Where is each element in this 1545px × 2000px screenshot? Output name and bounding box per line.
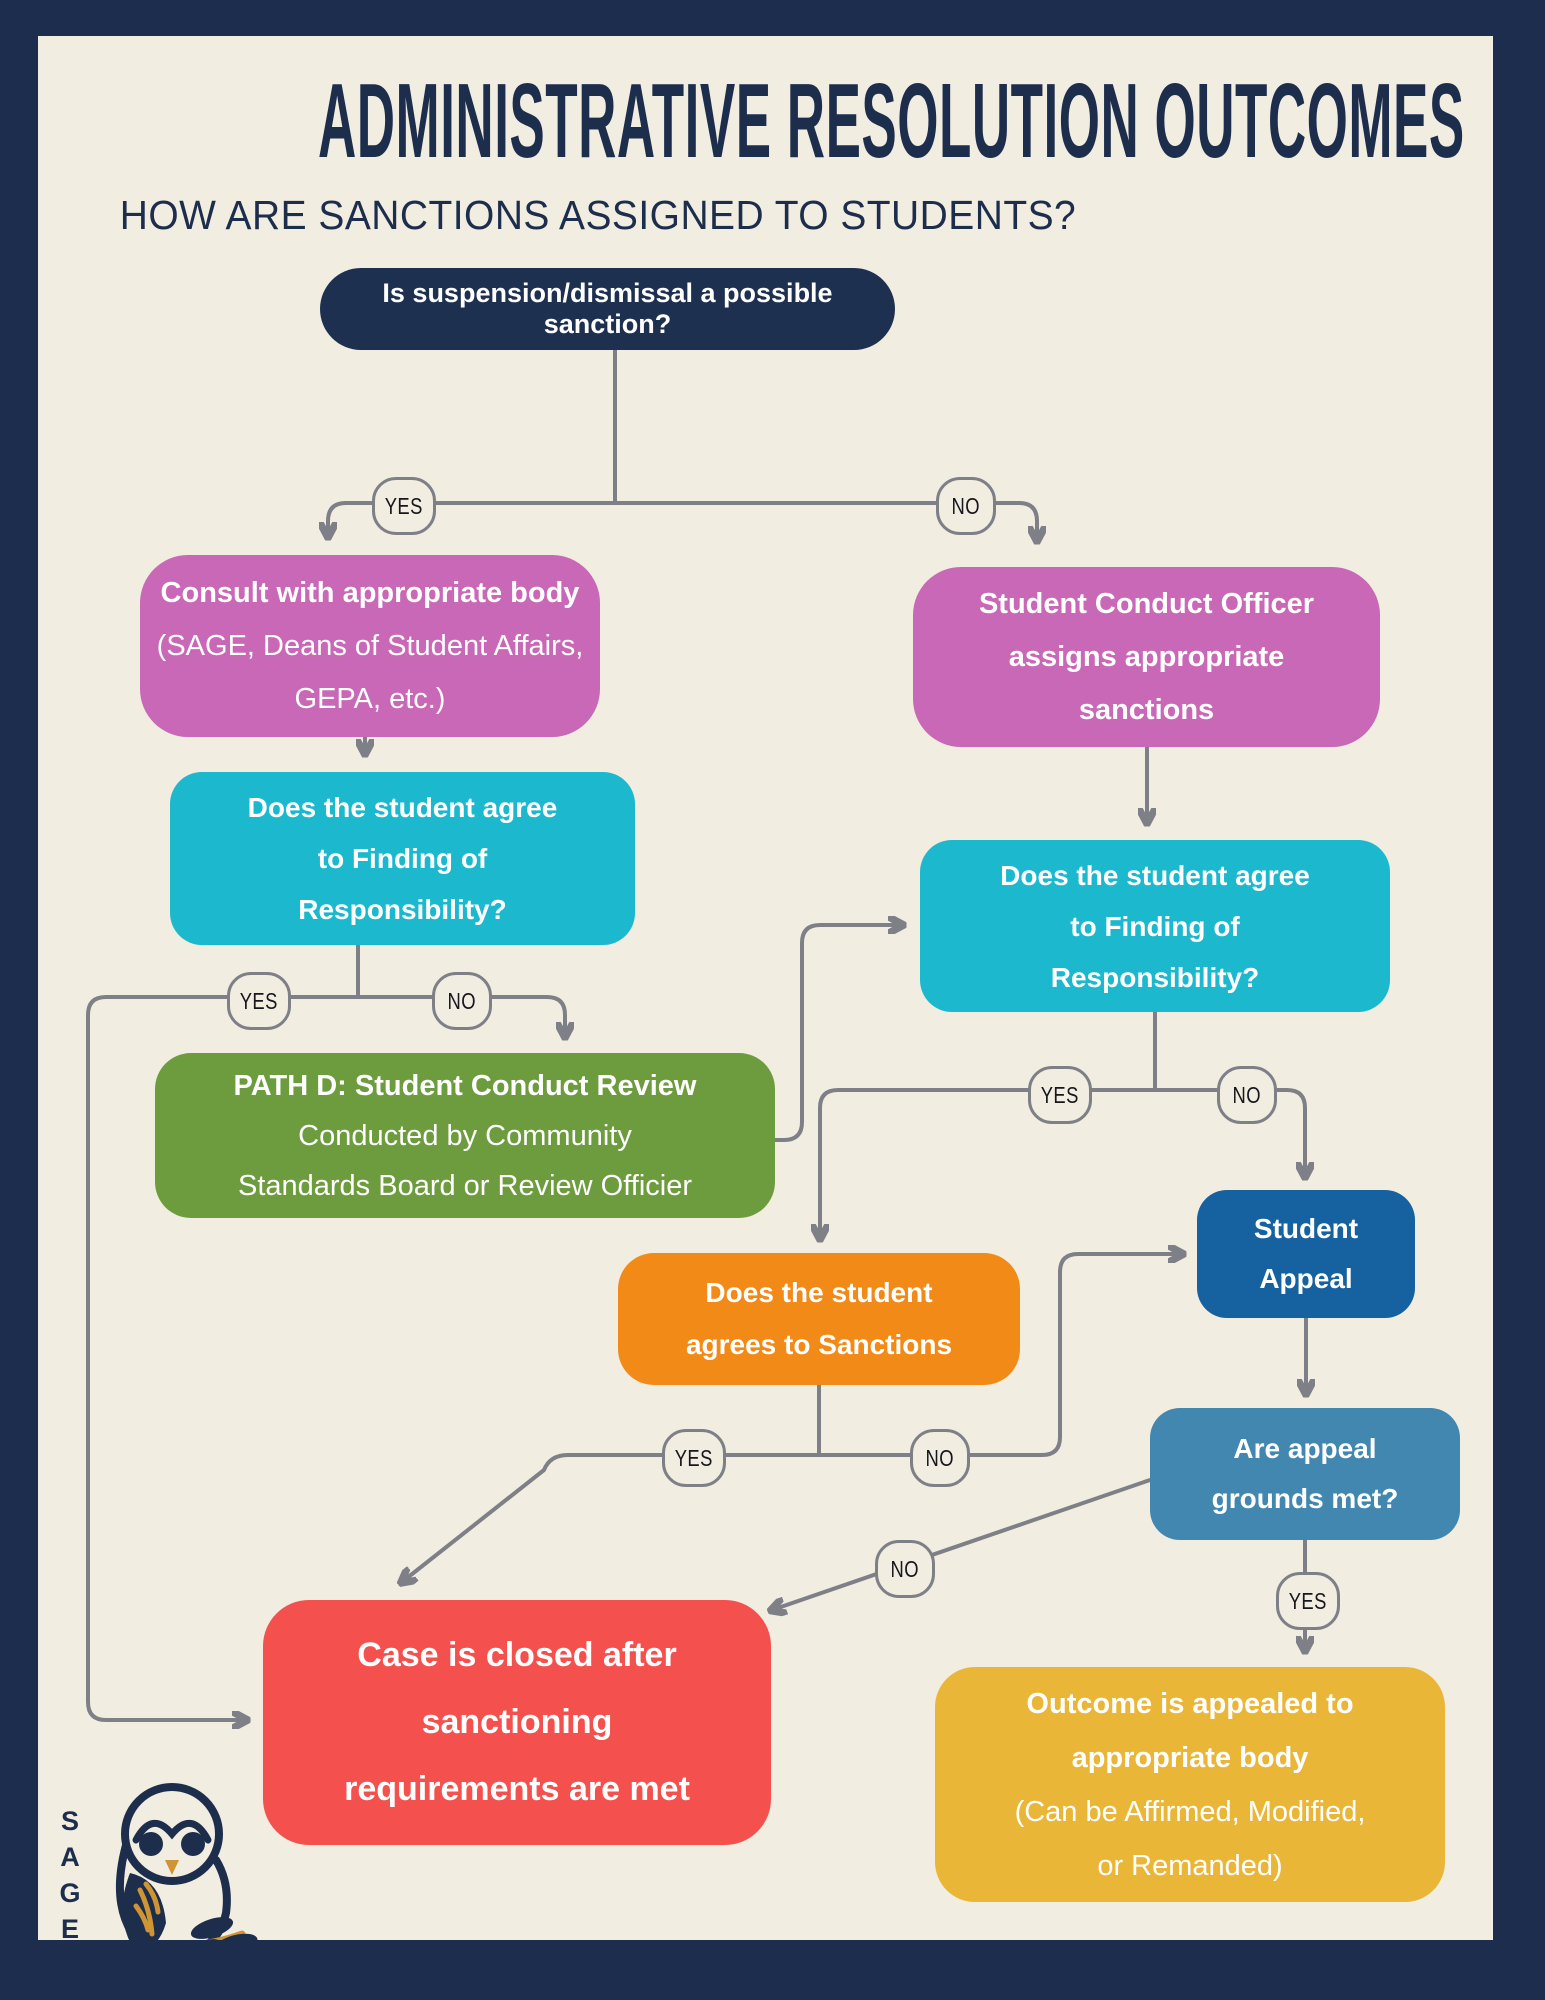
label-yes-agree-right: YES (1028, 1066, 1092, 1124)
node-line: GEPA, etc.) (294, 682, 446, 715)
connector-agreeL-yes-closed (86, 995, 360, 1720)
node-line: agrees to Sanctions (685, 1329, 953, 1360)
node-line: Does the student (705, 1277, 933, 1308)
node-line: grounds met? (1211, 1483, 1399, 1514)
node-case-closed: Case is closed after sanctioning require… (263, 1600, 771, 1845)
connector-agreeR-no-appeal (1153, 1088, 1305, 1176)
node-line: Does the student agree (247, 792, 558, 823)
label-no-agree-right: NO (1217, 1066, 1277, 1124)
node-line: or Remanded) (1097, 1849, 1283, 1882)
owl-icon (115, 1783, 258, 1963)
page-subtitle: HOW ARE SANCTIONS ASSIGNED TO STUDENTS? (119, 192, 1077, 238)
node-start: Is suspension/dismissal a possible sanct… (320, 268, 895, 350)
connector-start-no (613, 501, 1037, 540)
node-agree-sanctions: Does the student agrees to Sanctions (618, 1253, 1020, 1385)
connector-sanctions-yes-closed (402, 1453, 821, 1582)
node-line: Student Conduct Officer (978, 587, 1315, 620)
node-appeal-grounds: Are appeal grounds met? (1150, 1408, 1460, 1540)
connector-sanctions-no-appeal (817, 1254, 1182, 1457)
node-agree-finding-left: Does the student agree to Finding of Res… (170, 772, 635, 945)
node-consult: Consult with appropriate body (SAGE, Dea… (140, 555, 600, 737)
node-conduct-officer: Student Conduct Officer assigns appropri… (913, 567, 1380, 747)
label-yes-suspension: YES (372, 477, 436, 535)
node-line: Does the student agree (1000, 859, 1310, 891)
node-line: PATH D: Student Conduct Review (233, 1069, 697, 1102)
connector-grounds-no-closed (772, 1478, 1152, 1610)
node-line: (SAGE, Deans of Student Affairs, (156, 629, 584, 662)
node-line: requirements are met (344, 1770, 690, 1808)
label-no-grounds: NO (875, 1540, 935, 1598)
node-line: sanctioning (421, 1703, 613, 1741)
connector-start-yes (328, 501, 617, 536)
node-line: to Finding of (1070, 910, 1240, 942)
node-line: (Can be Affirmed, Modified, (1014, 1795, 1366, 1828)
node-student-appeal: Student Appeal (1197, 1190, 1415, 1318)
node-line: Standards Board or Review Officier (237, 1169, 692, 1202)
label-no-suspension: NO (936, 477, 996, 535)
connector-pathd-agreeR (773, 925, 902, 1142)
node-line: Responsibility? (1050, 961, 1260, 993)
node-line: Appeal (1259, 1263, 1353, 1294)
label-yes-agree-left: YES (227, 972, 291, 1030)
node-line: Student (1253, 1213, 1359, 1244)
connector-agreeR-yes-sanctions (820, 1088, 1157, 1238)
label-no-sanctions: NO (910, 1429, 970, 1487)
node-path-d: PATH D: Student Conduct Review Conducted… (155, 1053, 775, 1218)
node-line: sanctions (1078, 693, 1215, 726)
node-line: Outcome is appealed to (1026, 1687, 1354, 1720)
node-line: Is suspension/dismissal a possible sanct… (382, 278, 833, 339)
node-line: Consult with appropriate body (160, 576, 580, 609)
label-yes-grounds: YES (1276, 1572, 1340, 1630)
sage-logo: SAGE (48, 1778, 268, 1963)
node-line: assigns appropriate (1008, 640, 1285, 673)
node-line: Case is closed after (357, 1636, 677, 1674)
node-outcome-appealed: Outcome is appealed to appropriate body … (935, 1667, 1445, 1902)
node-line: to Finding of (317, 843, 488, 874)
node-line: appropriate body (1071, 1741, 1309, 1774)
connector-agreeL-no-pathd (356, 995, 565, 1036)
node-agree-finding-right: Does the student agree to Finding of Res… (920, 840, 1390, 1012)
node-line: Conducted by Community (298, 1119, 632, 1152)
sage-logo-text: SAGE (55, 1806, 85, 1950)
label-yes-sanctions: YES (662, 1429, 726, 1487)
node-line: Responsibility? (298, 894, 507, 925)
label-no-agree-left: NO (432, 972, 492, 1030)
node-line: Are appeal (1233, 1433, 1377, 1464)
